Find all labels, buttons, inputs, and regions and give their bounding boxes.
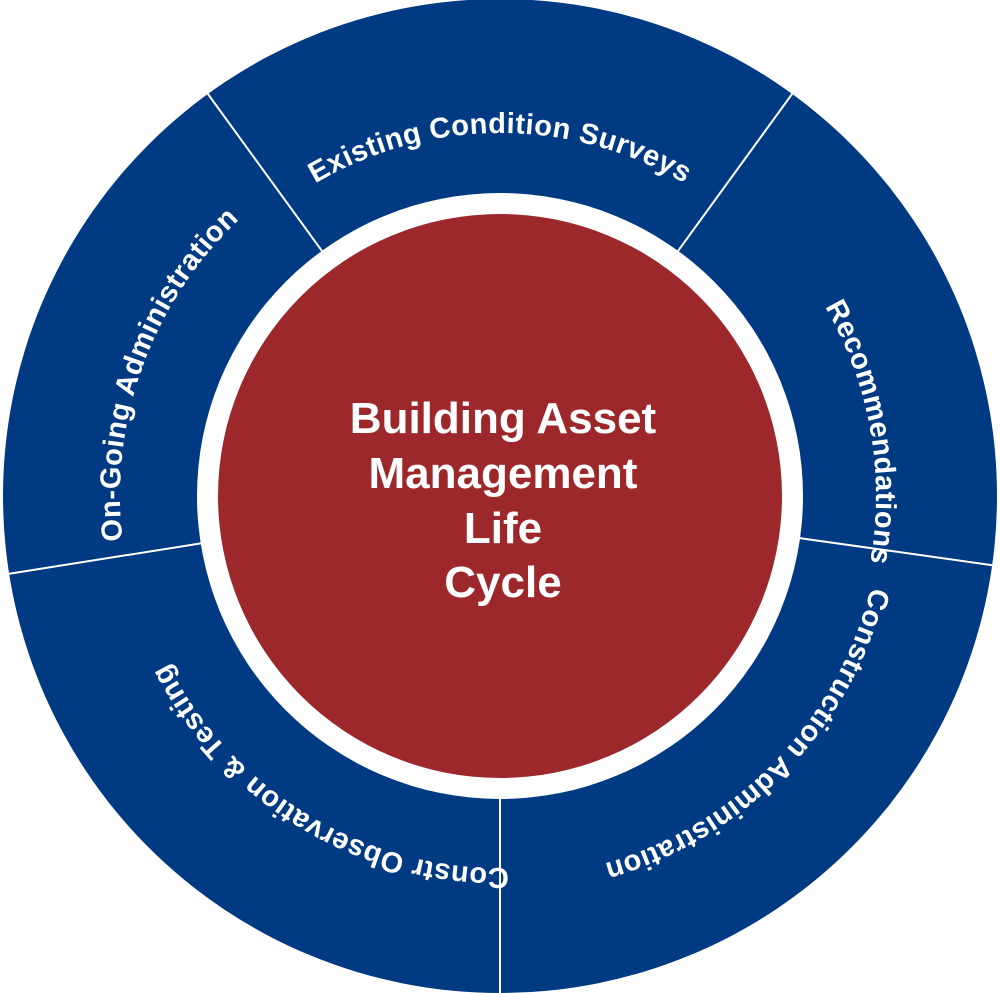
center-title-line-2: Management: [369, 449, 638, 498]
segment-divider: [669, 90, 795, 262]
center-title-line-3: Life: [464, 504, 542, 553]
center-title-line-1: Building Asset: [350, 394, 657, 443]
segment-divider: [787, 535, 996, 567]
center-disc: [218, 214, 782, 778]
segment-dividers: [5, 90, 996, 993]
center-title: Building Asset Management Life Cycle: [350, 394, 657, 607]
segment-divider: [205, 90, 331, 262]
segment-divider: [5, 540, 214, 576]
center-title-line-4: Cycle: [444, 558, 561, 607]
